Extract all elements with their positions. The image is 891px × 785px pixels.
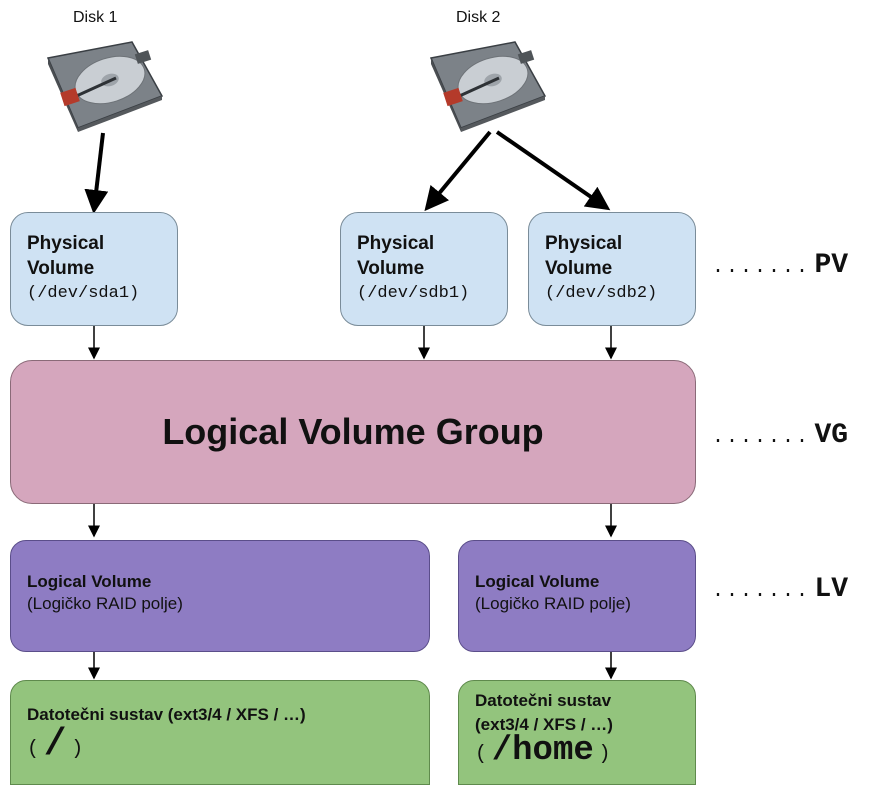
- fs-mount-point: /: [43, 723, 67, 766]
- pv-title: Physical Volume: [27, 233, 105, 279]
- fs-paren-close: ): [71, 738, 84, 761]
- pv-device: (/dev/sdb1): [357, 284, 470, 303]
- fs-paren-open: (: [475, 743, 488, 766]
- pv-device: (/dev/sdb2): [545, 284, 658, 303]
- filesystem-box-root: Datotečni sustav (ext3/4 / XFS / …) ( / …: [10, 680, 430, 785]
- pv-box-sda1: Physical Volume (/dev/sda1): [10, 212, 178, 326]
- pv-title: Physical Volume: [357, 233, 435, 279]
- vg-title: Logical Volume Group: [162, 411, 544, 452]
- lv-subtitle: (Logičko RAID polje): [27, 594, 183, 613]
- fs-title-line2: (ext3/4 / XFS / …): [475, 715, 613, 734]
- fs-paren-close: ): [598, 743, 611, 766]
- layer-label-vg: VG: [814, 420, 849, 451]
- layer-pv: ....... PV: [712, 250, 848, 281]
- fs-title-line1: Datotečni sustav: [475, 691, 612, 710]
- hard-disk-icon: [429, 41, 547, 132]
- fs-mount-row: ( / ): [27, 726, 415, 764]
- filesystem-box-home: Datotečni sustav (ext3/4 / XFS / …) ( /h…: [458, 680, 696, 785]
- pv-title: Physical Volume: [545, 233, 623, 279]
- layer-dots: .......: [712, 256, 811, 279]
- fs-paren-open: (: [27, 738, 40, 761]
- logical-volume-box-2: Logical Volume (Logičko RAID polje): [458, 540, 696, 652]
- fs-mount-point: /home: [491, 732, 594, 770]
- lv-title: Logical Volume: [475, 572, 600, 591]
- arrow-disk2-pv3: [495, 130, 611, 211]
- logical-volume-box-1: Logical Volume (Logičko RAID polje): [10, 540, 430, 652]
- layer-vg: ....... VG: [712, 420, 848, 451]
- hard-disk-icon: [46, 41, 164, 132]
- volume-group-box: Logical Volume Group: [10, 360, 696, 504]
- lv-title: Logical Volume: [27, 572, 152, 591]
- disk1-label: Disk 1: [73, 9, 118, 26]
- disk2-label: Disk 2: [456, 9, 501, 26]
- layer-dots: .......: [712, 426, 811, 449]
- pv-device: (/dev/sda1): [27, 284, 140, 303]
- layer-label-lv: LV: [814, 574, 849, 605]
- layer-label-pv: PV: [814, 250, 849, 281]
- layer-dots: .......: [712, 580, 811, 603]
- fs-mount-row: ( /home ): [475, 734, 681, 768]
- arrow-disk1-pv1: [84, 132, 109, 214]
- layer-lv: ....... LV: [712, 574, 848, 605]
- pv-box-sdb1: Physical Volume (/dev/sdb1): [340, 212, 508, 326]
- lv-subtitle: (Logičko RAID polje): [475, 594, 631, 613]
- arrow-disk2-pv2: [424, 130, 492, 212]
- pv-box-sdb2: Physical Volume (/dev/sdb2): [528, 212, 696, 326]
- fs-title: Datotečni sustav (ext3/4 / XFS / …): [27, 705, 306, 724]
